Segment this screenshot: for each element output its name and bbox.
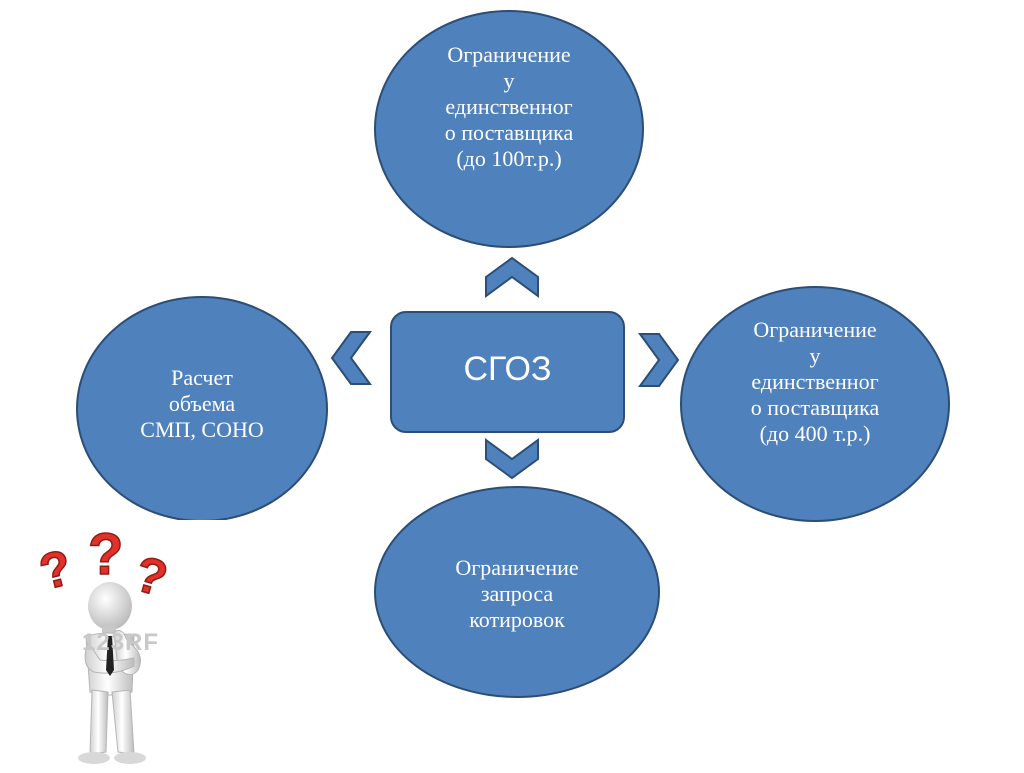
chevron-up-icon [485, 256, 539, 298]
thinking-person-illustration: ? ? ? 123RF [30, 520, 228, 768]
chevron-right-shape [638, 333, 680, 387]
question-mark-right: ? [129, 545, 174, 607]
node-top-line-3: единственног [445, 94, 573, 119]
node-left-smp-sono-volume: Расчет объема СМП, СОНО [76, 296, 328, 522]
chevron-left-icon [330, 331, 372, 385]
person-neck [102, 626, 116, 636]
node-bottom-line-1: Ограничение [455, 555, 579, 580]
node-right-single-supplier-400: Ограничение у единственног о поставщика … [680, 286, 950, 522]
node-left-line-1: Расчет [171, 365, 233, 390]
person-leg-right [111, 689, 135, 755]
center-node-label: СГОЗ [463, 350, 552, 388]
thinking-person-with-question-marks-icon: ? ? ? 123RF [33, 521, 174, 764]
node-top-line-2: у [503, 68, 515, 93]
node-right-line-2: у [809, 343, 821, 368]
chevron-right-icon [638, 333, 680, 387]
person-foot-left [78, 752, 110, 764]
node-top-line-4: о поставщика [444, 120, 574, 145]
person-tie [106, 636, 114, 676]
watermark-text: 123RF [82, 629, 159, 656]
person-foot-right [114, 752, 146, 764]
node-bottom-quotation-request: Ограничение запроса котировок [374, 486, 660, 698]
chevron-down-shape [485, 438, 539, 480]
person-leg-left [89, 689, 109, 755]
chevron-left-shape [330, 331, 372, 385]
center-node-sgoz: СГОЗ [390, 311, 625, 433]
question-mark-center: ? [88, 522, 123, 587]
node-bottom-line-3: котировок [469, 607, 565, 632]
node-top-single-supplier-100: Ограничение у единственног о поставщика … [374, 10, 644, 248]
node-top-line-1: Ограничение [447, 42, 571, 67]
person-head [88, 582, 132, 630]
node-right-line-5: (до 400 т.р.) [759, 421, 871, 446]
node-bottom-line-2: запроса [480, 581, 554, 606]
node-top-line-5: (до 100т.р.) [456, 146, 562, 171]
node-right-line-3: единственног [751, 369, 879, 394]
chevron-down-icon [485, 438, 539, 480]
node-right-line-1: Ограничение [753, 317, 877, 342]
node-right-line-4: о поставщика [750, 395, 880, 420]
chevron-up-shape [485, 256, 539, 298]
question-mark-left: ? [34, 539, 77, 601]
node-left-line-2: объема [168, 391, 236, 416]
node-left-line-3: СМП, СОНО [140, 417, 264, 442]
